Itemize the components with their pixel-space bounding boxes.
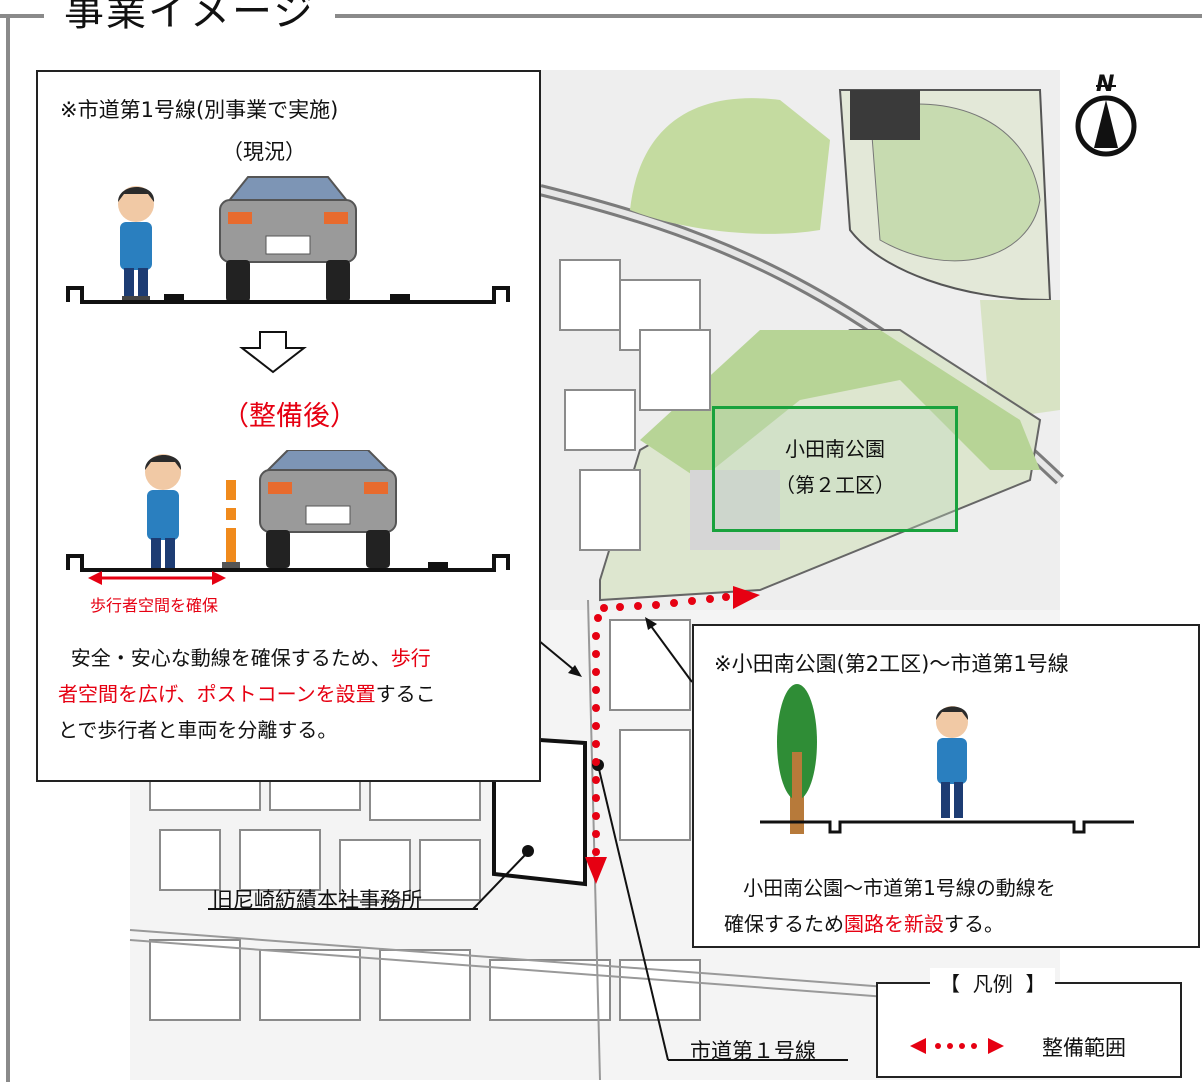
desc-text-3: とで歩行者と車両を分離する。 (58, 718, 338, 742)
legend-bracket-open: 【 (940, 972, 960, 996)
right-box-title: ※小田南公園(第2工区)～市道第1号線 (714, 652, 1069, 676)
left-box-description: 安全・安心な動線を確保するため、歩行 者空間を広げ、ポストコーンを設置するこ と… (58, 640, 528, 748)
legend-title: 【 凡例 】 (930, 968, 1056, 997)
current-road-illustration (66, 176, 510, 304)
office-label: 旧尼崎紡績本社事務所 (212, 888, 422, 912)
road-improvement-box: ※市道第1号線(別事業で実施) （現況） （整備後 (36, 70, 541, 782)
park-label-box: 小田南公園 （第２工区） (712, 406, 958, 532)
frame-left-border (6, 14, 10, 1082)
pedestrian-icon (936, 706, 969, 818)
compass-label: N (1096, 72, 1115, 97)
legend-box: 【 凡例 】 整備範囲 (876, 968, 1182, 1078)
desc-text-2: 確保するため (724, 912, 844, 936)
desc-text-3: する。 (944, 912, 1004, 936)
desc-highlight: 園路を新設 (844, 912, 944, 936)
pedestrian-icon (118, 186, 155, 302)
city-road-label: 市道第１号線 (690, 1039, 816, 1063)
legend-bracket-close: 】 (1025, 972, 1046, 996)
down-arrow-icon (239, 331, 307, 374)
desc-text-2: するこ (375, 682, 436, 706)
frame-title: 事業イメージ (44, 0, 336, 38)
compass-icon (1075, 85, 1137, 157)
post-cone-icon (222, 480, 240, 568)
tree-icon (777, 684, 817, 834)
desc-text-1: 安全・安心な動線を確保するため、 (70, 646, 391, 670)
red-dotted-arrow-icon (910, 1038, 1004, 1054)
car-icon (219, 176, 357, 302)
right-box-description: 小田南公園～市道第1号線の動線を 確保するため園路を新設する。 (724, 870, 1184, 942)
legend-title-text: 凡例 (972, 972, 1013, 996)
pedestrian-icon (145, 454, 182, 568)
desc-text-1: 小田南公園～市道第1号線の動線を (743, 876, 1056, 900)
desc-highlight-1: 歩行 (390, 646, 431, 670)
park-path-illustration (760, 684, 1134, 834)
left-box-title: ※市道第1号線(別事業で実施) (60, 98, 339, 122)
park-name: 小田南公園 (785, 437, 885, 461)
car-icon (259, 450, 397, 568)
frame-top-border (0, 14, 1202, 18)
current-label: （現況） (222, 140, 306, 164)
legend-item-label: 整備範囲 (1042, 1036, 1126, 1060)
park-phase: （第２工区） (775, 473, 895, 497)
park-path-box: ※小田南公園(第2工区)～市道第1号線 小田南公園～市道第1号線の動線を 確保す… (692, 624, 1200, 948)
desc-highlight-2: 者空間を広げ、ポストコーンを設置 (58, 682, 376, 706)
after-label: （整備後） (222, 401, 357, 432)
pedestrian-space-label: 歩行者空間を確保 (90, 596, 219, 615)
after-road-illustration (66, 450, 510, 585)
